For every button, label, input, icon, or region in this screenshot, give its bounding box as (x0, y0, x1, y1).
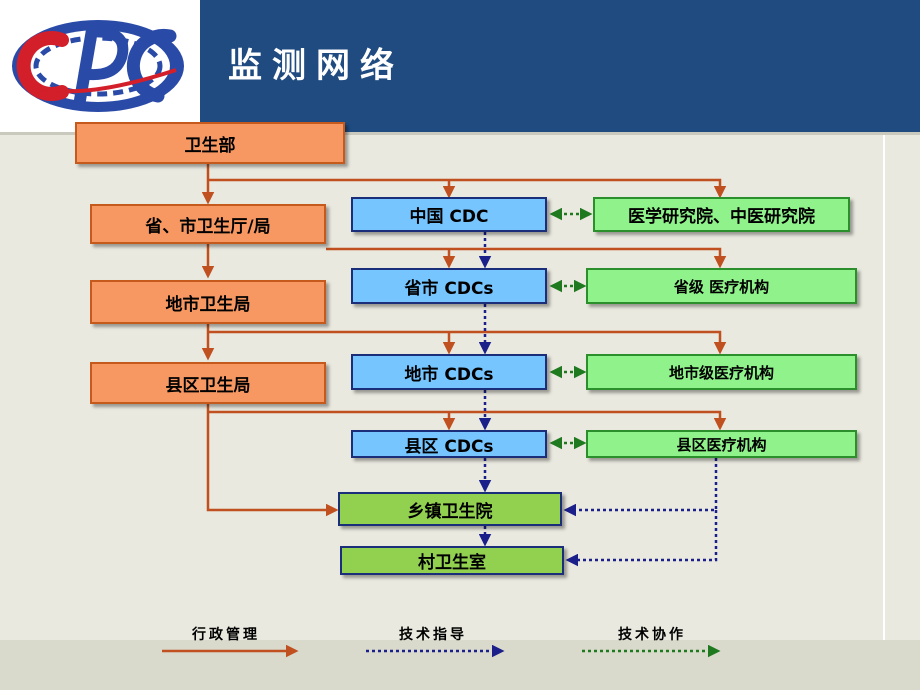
node-province-health-dept: 省、市卫生厅/局 (90, 204, 326, 244)
tech-collab-lines (549, 207, 593, 450)
tech-guide-lines (478, 232, 718, 567)
header-divider (0, 132, 920, 135)
node-city-cdcs: 地市 CDCs (351, 354, 547, 390)
right-rule (883, 135, 885, 640)
legend-collab-label: 技术协作 (618, 627, 686, 643)
node-city-medical-institutions: 地市级医疗机构 (586, 354, 857, 390)
node-medical-research-institutes: 医学研究院、中医研究院 (593, 197, 850, 232)
node-county-medical-institutions: 县区医疗机构 (586, 430, 857, 458)
node-city-health-bureau: 地市卫生局 (90, 280, 326, 324)
node-ministry: 卫生部 (75, 122, 345, 164)
admin-lines (201, 164, 727, 517)
node-township-hospital: 乡镇卫生院 (338, 492, 562, 526)
cdc-logo (12, 20, 184, 112)
footer-band (0, 640, 920, 690)
node-province-cdcs: 省市 CDCs (351, 268, 547, 304)
node-province-medical-institutions: 省级 医疗机构 (586, 268, 857, 304)
legend-guide-label: 技术指导 (399, 627, 467, 643)
header-bar (200, 0, 920, 132)
node-county-cdcs: 县区 CDCs (351, 430, 547, 458)
logo-area (0, 0, 200, 132)
page-title: 监测网络 (228, 46, 404, 86)
legend-admin-label: 行政管理 (192, 627, 260, 643)
node-china-cdc: 中国 CDC (351, 197, 547, 232)
node-village-clinic: 村卫生室 (340, 546, 564, 575)
node-county-health-bureau: 县区卫生局 (90, 362, 326, 404)
